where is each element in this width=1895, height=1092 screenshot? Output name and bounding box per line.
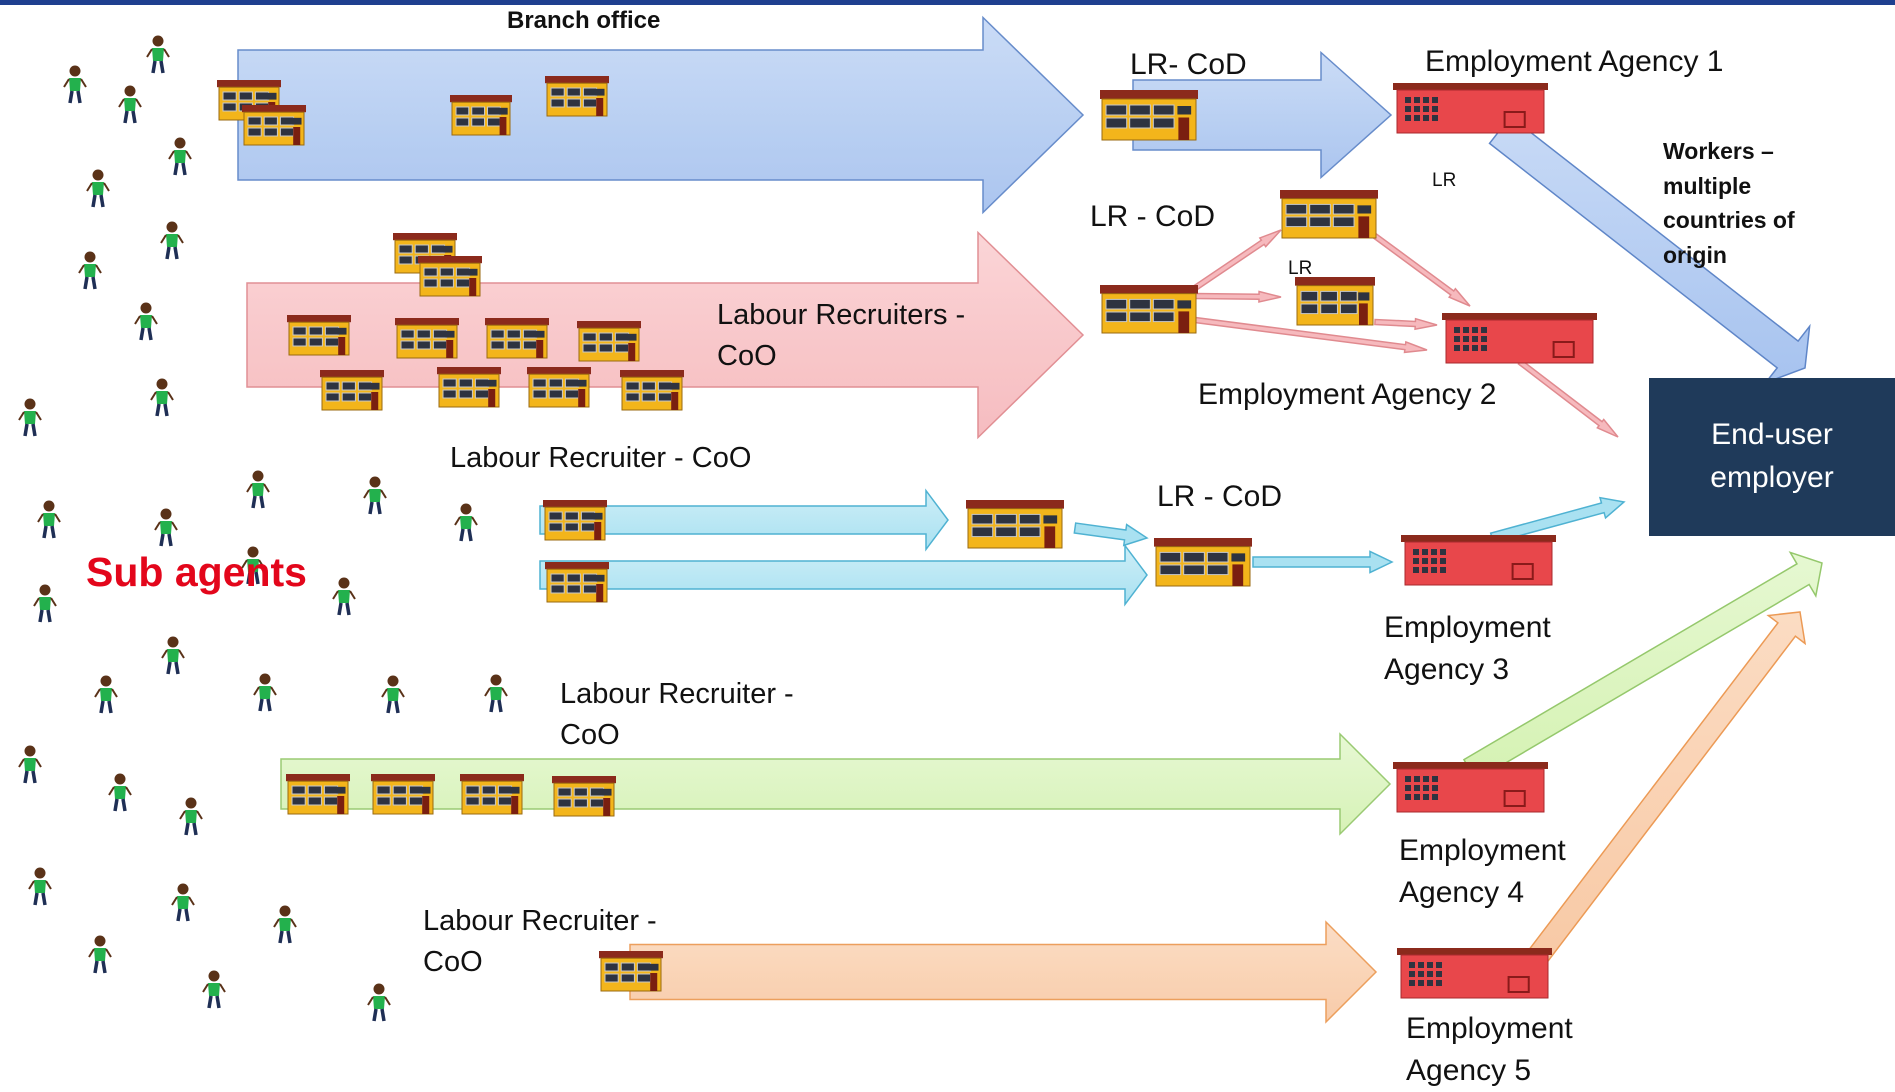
worker-person-icon	[160, 221, 184, 260]
employment-agency-building-icon	[1397, 948, 1552, 999]
recruiter-office-icon	[418, 256, 482, 297]
worker-person-icon	[381, 675, 405, 714]
worker-person-icon	[78, 251, 102, 290]
worker-person-icon	[171, 883, 195, 922]
recruiter-office-icon	[437, 367, 501, 408]
employment-agency-building-icon	[1393, 762, 1548, 813]
lr-cod-label-2: LR - CoD	[1090, 200, 1216, 233]
labour-recruiter-coo-label-5: Labour Recruiter - CoO	[423, 905, 657, 978]
recruiter-office-icon	[966, 500, 1064, 549]
lr-cod-label-1: LR- CoD	[1130, 48, 1247, 81]
employment-agency-5-label: Employment Agency 5	[1406, 1012, 1573, 1087]
labour-recruiter-coo-label-3: Labour Recruiter - CoO	[450, 442, 752, 474]
worker-person-icon	[363, 476, 387, 515]
worker-person-icon	[134, 302, 158, 341]
worker-person-icon	[86, 169, 110, 208]
top-bar	[0, 0, 1895, 5]
recruiter-office-icon	[460, 774, 524, 815]
labour-recruiters-coo-label: Labour Recruiters - CoO	[717, 299, 966, 372]
blue-cod-arrow	[1132, 50, 1393, 180]
worker-person-icon	[108, 773, 132, 812]
recruiter-office-icon	[599, 951, 663, 992]
worker-person-icon	[33, 584, 57, 623]
recruiter-office-icon	[485, 318, 549, 359]
employment-agency-building-icon	[1401, 535, 1556, 586]
recruiter-office-icon	[371, 774, 435, 815]
red-cod-to-lr-arrow-2	[1194, 290, 1282, 303]
recruiter-office-icon	[527, 367, 591, 408]
worker-person-icon	[28, 867, 52, 906]
red-lr-to-agency-arrow-1	[1372, 232, 1471, 307]
employment-agency-1-label: Employment Agency 1	[1425, 45, 1724, 78]
worker-person-icon	[246, 470, 270, 509]
lr-label-small-2: LR	[1288, 258, 1313, 279]
workers-note-label: Workers – multiple countries of origin	[1663, 138, 1795, 268]
employment-agency-3-label: Employment Agency 3	[1384, 611, 1551, 686]
cyan-agency-to-employer-arrow	[1489, 496, 1626, 544]
recruiter-office-icon	[320, 370, 384, 411]
recruiter-office-icon	[545, 76, 609, 117]
recruiter-office-icon	[1100, 285, 1198, 334]
end-user-employer-box: End-user employer	[1649, 378, 1895, 536]
worker-person-icon	[37, 500, 61, 539]
recruiter-office-icon	[577, 321, 641, 362]
worker-person-icon	[94, 675, 118, 714]
orange-recruiter-arrow	[629, 920, 1378, 1024]
red-cod-to-agency-arrow	[1193, 316, 1428, 354]
employment-agency-building-icon	[1442, 313, 1597, 364]
worker-person-icon	[146, 35, 170, 74]
worker-person-icon	[179, 797, 203, 836]
employment-agency-building-icon	[1393, 83, 1548, 134]
worker-person-icon	[367, 983, 391, 1022]
worker-person-icon	[88, 935, 112, 974]
blue-branch-arrow	[237, 15, 1085, 215]
worker-person-icon	[484, 674, 508, 713]
branch-office-label: Branch office	[507, 7, 661, 34]
employment-agency-4-label: Employment Agency 4	[1399, 834, 1566, 909]
worker-person-icon	[118, 85, 142, 124]
recruiter-office-icon	[395, 318, 459, 359]
red-cod-to-lr-arrow-1	[1192, 229, 1282, 292]
worker-person-icon	[154, 508, 178, 547]
recruiter-office-icon	[543, 500, 607, 541]
green-to-employer-arrow	[1462, 551, 1823, 782]
sub-agents-label: Sub agents	[86, 549, 307, 595]
recruiter-office-icon	[1154, 538, 1252, 587]
recruiter-office-icon	[1280, 190, 1378, 239]
recruiter-office-icon	[287, 315, 351, 356]
worker-person-icon	[253, 673, 277, 712]
worker-person-icon	[150, 378, 174, 417]
cyan-cod-to-agency-arrow	[1252, 550, 1394, 574]
red-agency-to-employer-arrow	[1517, 358, 1619, 438]
recruiter-office-icon	[1295, 277, 1375, 326]
lr-cod-label-3: LR - CoD	[1157, 480, 1283, 513]
cyan-lower-arrow	[539, 543, 1148, 607]
worker-person-icon	[241, 546, 265, 585]
recruiter-office-icon	[450, 95, 512, 136]
lr-label-small-1: LR	[1432, 170, 1457, 191]
recruiter-office-icon	[552, 776, 616, 817]
green-recruiter-arrow	[280, 732, 1392, 836]
recruiter-office-icon	[620, 370, 684, 411]
blue-to-employer-arrow	[1488, 115, 1811, 385]
recruiter-office-icon	[242, 105, 306, 146]
worker-person-icon	[273, 905, 297, 944]
worker-person-icon	[332, 577, 356, 616]
recruiter-office-icon	[1100, 90, 1198, 141]
recruiter-office-icon	[545, 562, 609, 603]
worker-person-icon	[454, 503, 478, 542]
employment-agency-2-label: Employment Agency 2	[1198, 378, 1497, 411]
worker-person-icon	[161, 636, 185, 675]
worker-person-icon	[63, 65, 87, 104]
worker-person-icon	[168, 137, 192, 176]
recruiter-office-icon	[286, 774, 350, 815]
worker-person-icon	[202, 970, 226, 1009]
labour-recruiter-coo-label-4: Labour Recruiter - CoO	[560, 678, 794, 751]
orange-to-employer-arrow	[1525, 611, 1807, 968]
worker-person-icon	[18, 398, 42, 437]
red-lr-to-agency-arrow-2	[1374, 317, 1438, 331]
cyan-cod-connector-arrow	[1073, 522, 1149, 547]
worker-person-icon	[18, 745, 42, 784]
